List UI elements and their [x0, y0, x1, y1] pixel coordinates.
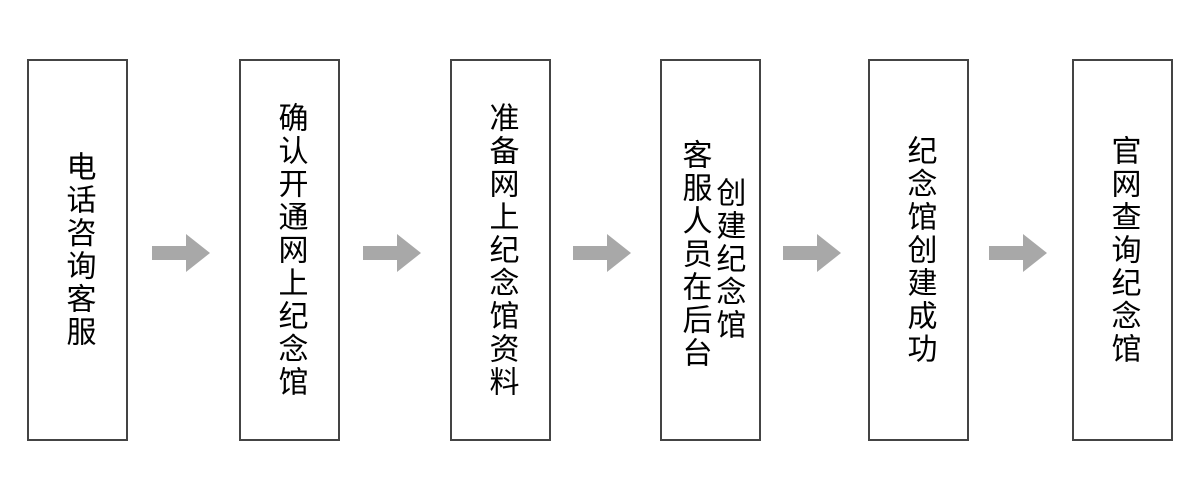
flow-arrow-5: [989, 234, 1047, 272]
flow-step-6[interactable]: 官网查询纪念馆: [1072, 59, 1173, 441]
flow-step-4-label-column-1: 客服人员在后台: [676, 139, 712, 370]
flow-step-4-label-column-2: 创建纪念馆: [710, 177, 746, 342]
flow-step-4[interactable]: 客服人员在后台 创建纪念馆: [660, 59, 761, 441]
flow-step-1[interactable]: 电话咨询客服: [27, 59, 128, 441]
flow-arrow-3: [573, 234, 631, 272]
flow-arrow-2: [363, 234, 421, 272]
flow-step-2-label: 确认开通网上纪念馆: [272, 101, 308, 399]
flow-step-1-label: 电话咨询客服: [60, 151, 96, 349]
flow-step-5-label: 纪念馆创建成功: [901, 134, 937, 366]
flow-step-3[interactable]: 准备网上纪念馆资料: [450, 59, 551, 441]
flow-step-2[interactable]: 确认开通网上纪念馆: [239, 59, 340, 441]
flow-step-3-label: 准备网上纪念馆资料: [483, 101, 519, 399]
flow-step-4-label: 客服人员在后台 创建纪念馆: [676, 61, 746, 439]
flow-step-6-label: 官网查询纪念馆: [1105, 134, 1141, 366]
flow-arrow-1: [152, 234, 210, 272]
flow-arrow-4: [783, 234, 841, 272]
flow-step-5[interactable]: 纪念馆创建成功: [868, 59, 969, 441]
